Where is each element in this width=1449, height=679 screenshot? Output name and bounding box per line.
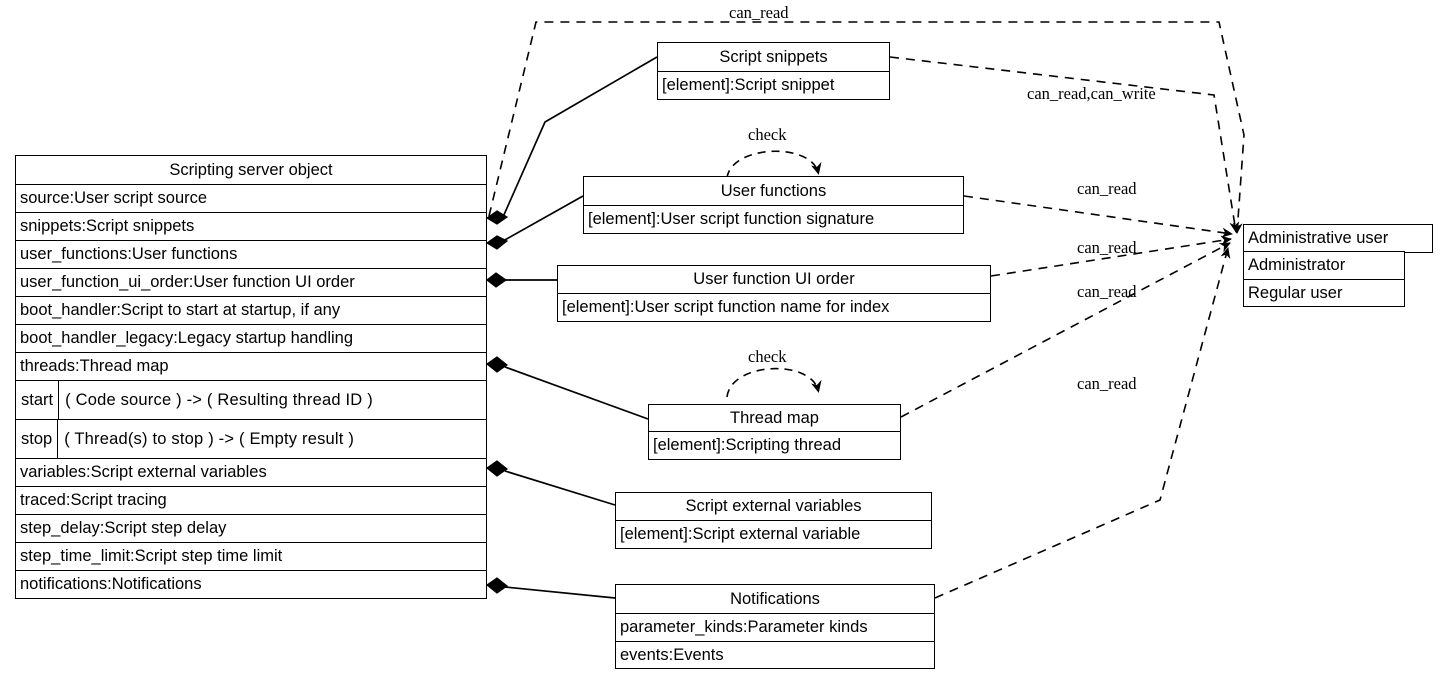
- diamond-snippets: [485, 210, 509, 225]
- operation-name-start: start: [16, 381, 60, 419]
- operation-row-stop[interactable]: stop ( Thread(s) to stop ) -> ( Empty re…: [16, 419, 486, 458]
- element-row-user-function-ui-order[interactable]: [element]:User script function name for …: [558, 293, 990, 321]
- attribute-row-step-delay[interactable]: step_delay:Script step delay: [16, 514, 486, 542]
- enum-title-administrative-user: Administrative user: [1248, 229, 1389, 248]
- class-title-scripting-server-object: Scripting server object: [169, 160, 333, 179]
- operation-row-start[interactable]: start ( Code source ) -> ( Resulting thr…: [16, 380, 486, 419]
- edge-label-can-read-can-write: can_read,can_write: [1027, 84, 1156, 103]
- edge-label-can-read-source: can_read: [729, 3, 789, 22]
- edge-label-can-read-thread-map: can_read: [1077, 282, 1137, 301]
- attribute-row-user-function-ui-order[interactable]: user_function_ui_order:User function UI …: [16, 268, 486, 296]
- class-box-script-external-variables[interactable]: Script external variables [element]:Scri…: [615, 492, 932, 549]
- attribute-row-source[interactable]: source:User script source: [16, 184, 486, 212]
- attribute-row-variables[interactable]: variables:Script external variables: [16, 458, 486, 486]
- class-title-script-snippets: Script snippets: [719, 47, 828, 66]
- enum-value-regular-user[interactable]: Regular user: [1244, 279, 1404, 306]
- diamond-notifications: [485, 577, 509, 594]
- class-title-user-function-ui-order: User function UI order: [693, 270, 855, 289]
- edge-notifications: [504, 586, 616, 599]
- edge-variables: [504, 470, 616, 506]
- attribute-row-parameter-kinds[interactable]: parameter_kinds:Parameter kinds: [616, 613, 934, 641]
- diamond-threads: [485, 356, 509, 373]
- attribute-row-notifications[interactable]: notifications:Notifications: [16, 570, 486, 598]
- edge-dep-user-functions: [963, 195, 1233, 238]
- attribute-row-step-time-limit[interactable]: step_time_limit:Script step time limit: [16, 542, 486, 570]
- enum-box-administrative-user[interactable]: Administrative user: [1243, 224, 1433, 253]
- attribute-row-events[interactable]: events:Events: [616, 641, 934, 668]
- element-row-user-functions[interactable]: [element]:User script function signature: [584, 205, 963, 233]
- class-box-user-functions[interactable]: User functions [element]:User script fun…: [583, 176, 964, 234]
- element-row-thread-map[interactable]: [element]:Scripting thread: [649, 431, 900, 459]
- attribute-row-threads[interactable]: threads:Thread map: [16, 352, 486, 380]
- class-title-notifications: Notifications: [730, 589, 820, 608]
- edge-user-functions: [502, 195, 584, 242]
- class-box-script-snippets[interactable]: Script snippets [element]:Script snippet: [657, 42, 890, 100]
- class-box-scripting-server-object[interactable]: Scripting server object source:User scri…: [15, 155, 487, 599]
- class-box-user-function-ui-order[interactable]: User function UI order [element]:User sc…: [557, 265, 991, 322]
- element-row-script-snippets[interactable]: [element]:Script snippet: [658, 71, 889, 99]
- enum-values-administrative-user[interactable]: Administrator Regular user: [1243, 251, 1405, 307]
- attribute-row-traced[interactable]: traced:Script tracing: [16, 486, 486, 514]
- attribute-row-boot-handler[interactable]: boot_handler:Script to start at startup,…: [16, 296, 486, 324]
- self-loop-thread-map: [726, 367, 822, 398]
- self-loop-label-check-thread-map: check: [748, 347, 787, 366]
- class-title-script-external-variables: Script external variables: [685, 497, 862, 516]
- self-loop-label-check-user-functions: check: [748, 125, 787, 144]
- attribute-row-user-functions[interactable]: user_functions:User functions: [16, 240, 486, 268]
- class-title-user-functions: User functions: [720, 181, 827, 200]
- class-box-notifications[interactable]: Notifications parameter_kinds:Parameter …: [615, 584, 935, 669]
- attribute-row-boot-handler-legacy[interactable]: boot_handler_legacy:Legacy startup handl…: [16, 324, 486, 352]
- edge-label-can-read-ui-order: can_read: [1077, 238, 1137, 257]
- edge-label-can-read-user-functions: can_read: [1077, 179, 1137, 198]
- self-loop-user-functions: [726, 150, 822, 179]
- attribute-row-snippets[interactable]: snippets:Script snippets: [16, 212, 486, 240]
- edge-label-can-read-notifications: can_read: [1077, 374, 1137, 393]
- operation-signature-start: ( Code source ) -> ( Resulting thread ID…: [65, 390, 373, 409]
- enum-value-administrator[interactable]: Administrator: [1248, 256, 1346, 275]
- operation-name-stop: stop: [16, 420, 59, 458]
- operation-signature-stop: ( Thread(s) to stop ) -> ( Empty result …: [64, 429, 355, 448]
- class-title-thread-map: Thread map: [730, 408, 819, 427]
- class-box-thread-map[interactable]: Thread map [element]:Scripting thread: [648, 404, 901, 460]
- diamond-ui-order: [486, 272, 508, 288]
- diamond-variables: [485, 460, 509, 477]
- edge-threads: [504, 366, 649, 420]
- element-row-script-external-variables[interactable]: [element]:Script external variable: [616, 520, 931, 548]
- diamond-user-functions: [485, 235, 509, 250]
